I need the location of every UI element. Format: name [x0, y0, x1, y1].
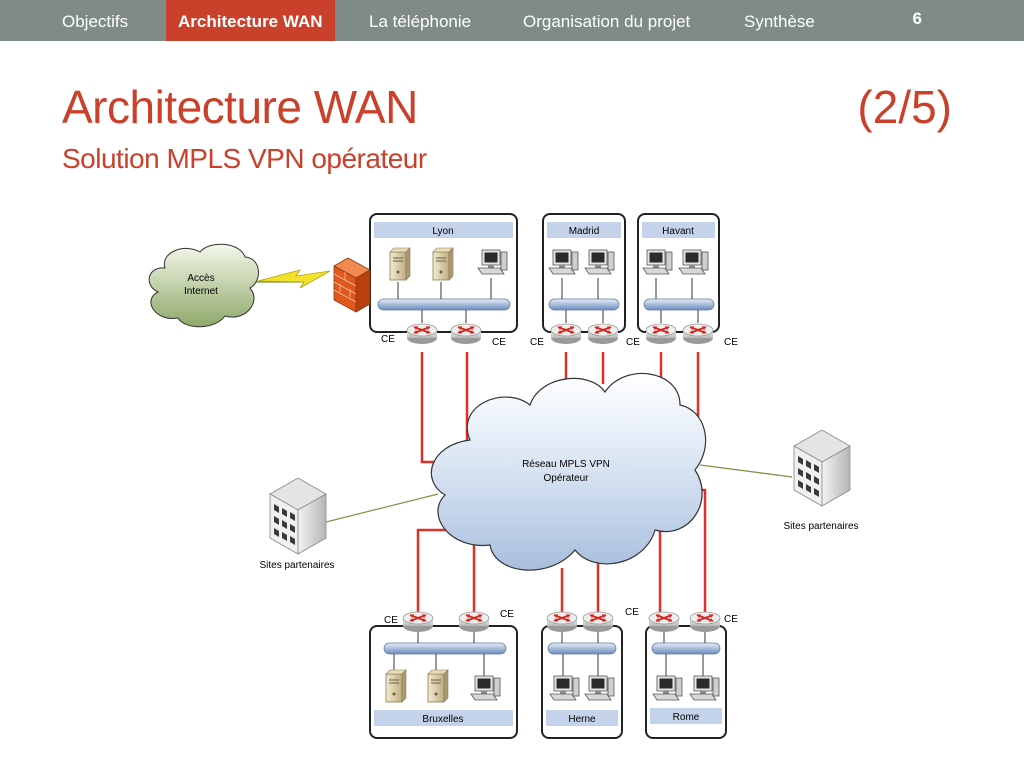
workstation-icon — [678, 249, 709, 275]
router-icon — [458, 611, 490, 633]
router-icon — [402, 611, 434, 633]
server-icon — [385, 669, 407, 703]
ce-label: CE — [724, 337, 738, 348]
page-number: 6 — [912, 9, 922, 28]
router-icon — [582, 611, 614, 633]
site-label-bruxelles: Bruxelles — [422, 714, 463, 725]
ce-label: CE — [625, 607, 639, 618]
site-label-herne: Herne — [568, 714, 596, 725]
workstation-icon — [642, 249, 673, 275]
router-icon — [645, 323, 677, 345]
nav-bar: Objectifs Architecture WAN La téléphonie… — [0, 0, 1024, 41]
router-icon — [406, 323, 438, 345]
router-icon — [450, 323, 482, 345]
partner-label-left: Sites partenaires — [259, 560, 334, 571]
partner-label-right: Sites partenaires — [783, 521, 858, 532]
router-icon — [682, 323, 714, 345]
ce-label: CE — [500, 609, 514, 620]
server-icon — [389, 247, 411, 281]
slide-subtitle: Solution MPLS VPN opérateur — [62, 143, 427, 174]
ce-label: CE — [381, 334, 395, 345]
tab-objectifs[interactable]: Objectifs — [62, 12, 129, 31]
lightning-icon — [257, 269, 331, 289]
ce-label: CE — [626, 337, 640, 348]
ce-label: CE — [724, 614, 738, 625]
partner-building-icon — [269, 477, 327, 555]
tab-architecture-wan[interactable]: Architecture WAN — [166, 0, 335, 41]
partner-building-icon — [793, 429, 851, 507]
site-label-madrid: Madrid — [569, 226, 600, 237]
firewall-icon — [333, 257, 371, 313]
lan-buses — [377, 298, 721, 655]
router-icon — [648, 611, 680, 633]
router-icon — [689, 611, 721, 633]
ce-labels: CE CE CE CE CE CE CE CE CE — [381, 334, 738, 626]
site-label-lyon: Lyon — [432, 226, 453, 237]
router-icon — [546, 611, 578, 633]
site-label-rome: Rome — [673, 712, 700, 723]
lan-drops — [393, 278, 706, 678]
workstation-icon — [477, 249, 508, 275]
router-icon — [587, 323, 619, 345]
ce-label: CE — [530, 337, 544, 348]
tab-organisation[interactable]: Organisation du projet — [523, 12, 691, 31]
slide-part: (2/5) — [857, 81, 952, 133]
tab-telephonie[interactable]: La téléphonie — [369, 12, 472, 31]
slide-title: Architecture WAN — [62, 81, 418, 133]
workstation-icon — [584, 249, 615, 275]
workstation-icon — [548, 249, 579, 275]
tab-synthese[interactable]: Synthèse — [744, 12, 815, 31]
site-label-havant: Havant — [662, 226, 694, 237]
ce-label: CE — [384, 615, 398, 626]
ce-label: CE — [492, 337, 506, 348]
server-icon — [427, 669, 449, 703]
server-icon — [432, 247, 454, 281]
router-icon — [550, 323, 582, 345]
